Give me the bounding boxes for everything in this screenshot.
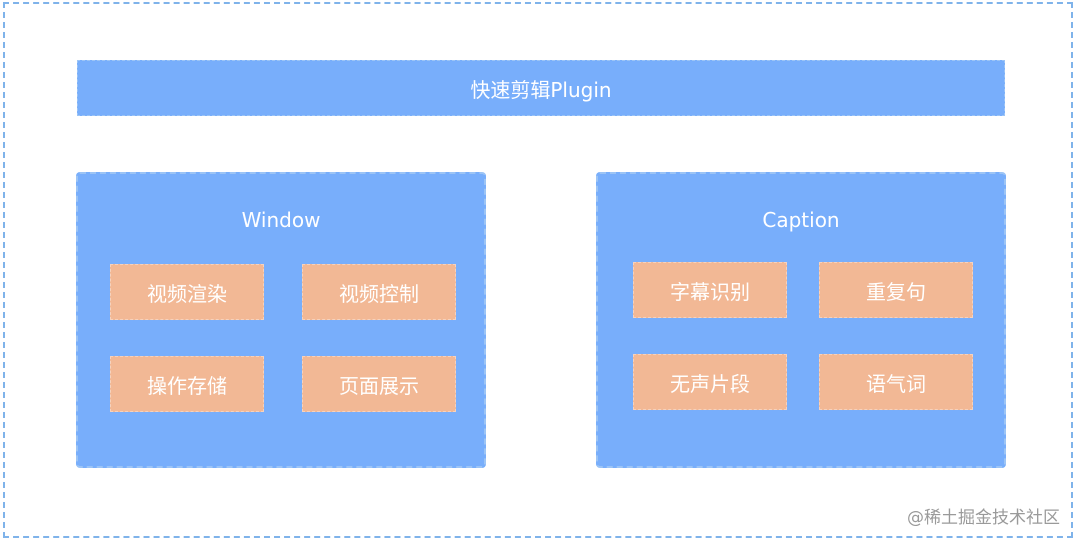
- module-repeated-sentence: 重复句: [819, 262, 973, 318]
- caption-group: Caption 字幕识别 重复句 无声片段 语气词: [596, 172, 1006, 468]
- module-filler-words: 语气词: [819, 354, 973, 410]
- watermark: @稀土掘金技术社区: [905, 503, 1062, 528]
- module-silent-segment: 无声片段: [633, 354, 787, 410]
- module-page-display: 页面展示: [302, 356, 456, 412]
- plugin-bar: 快速剪辑Plugin: [77, 60, 1005, 116]
- caption-group-title: Caption: [762, 208, 840, 232]
- module-video-control: 视频控制: [302, 264, 456, 320]
- window-group: Window 视频渲染 视频控制 操作存储 页面展示: [76, 172, 486, 468]
- module-subtitle-recognition: 字幕识别: [633, 262, 787, 318]
- window-group-title: Window: [241, 208, 321, 232]
- plugin-title: 快速剪辑Plugin: [470, 77, 612, 102]
- module-operation-storage: 操作存储: [110, 356, 264, 412]
- outer-dashed-border: [3, 2, 1073, 538]
- module-video-render: 视频渲染: [110, 264, 264, 320]
